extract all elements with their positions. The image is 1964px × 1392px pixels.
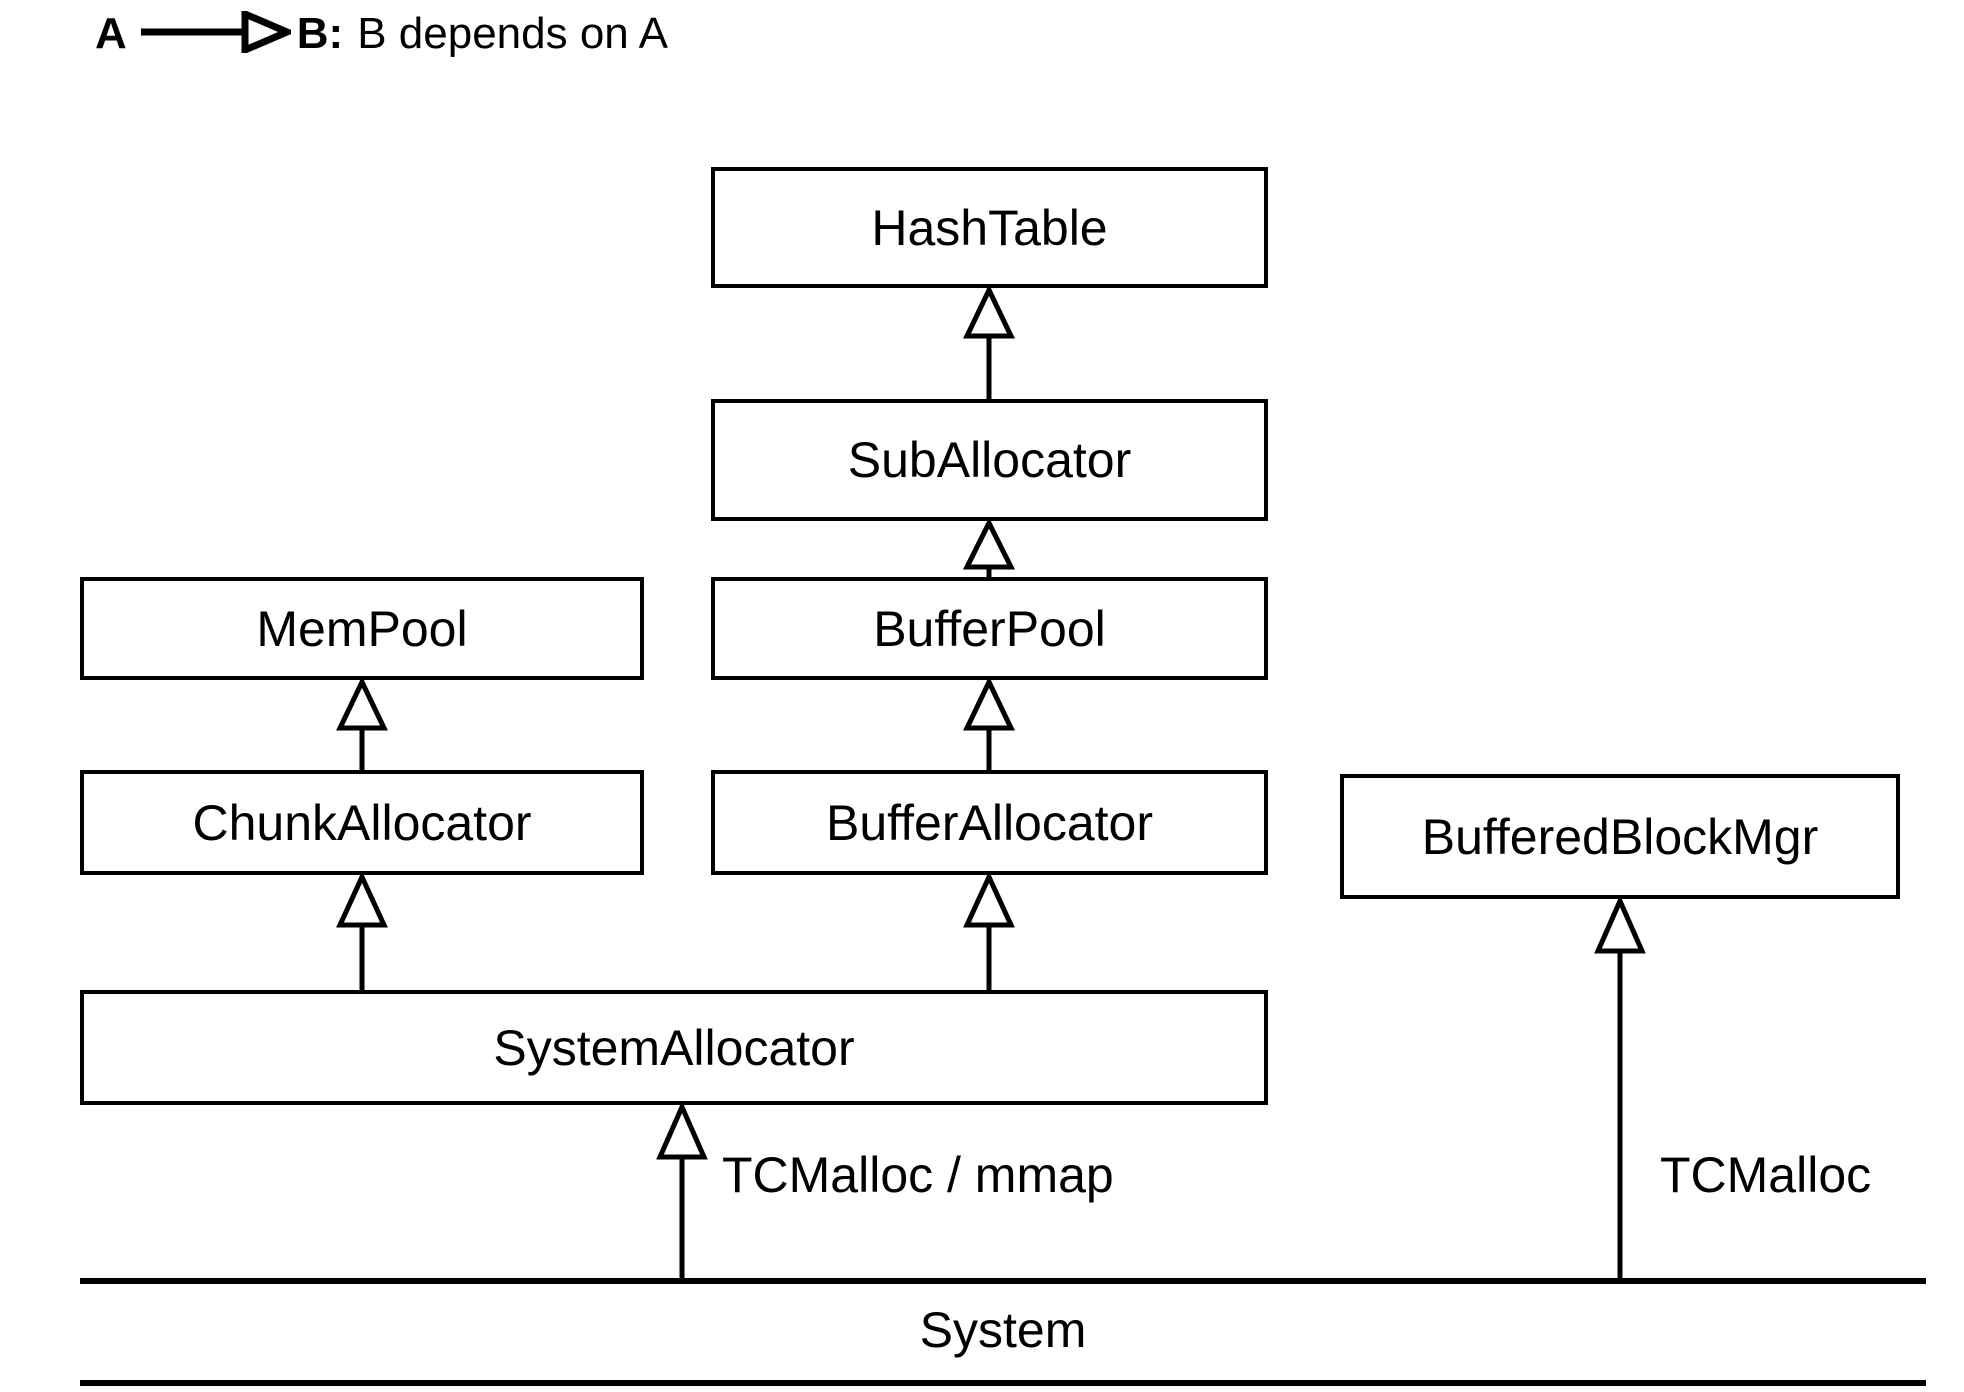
edge-systemallocator-to-chunkallocator <box>332 870 392 990</box>
node-chunkallocator[interactable]: ChunkAllocator <box>80 770 644 875</box>
legend-description: B depends on A <box>357 9 668 58</box>
node-bufferedblockmgr[interactable]: BufferedBlockMgr <box>1340 774 1900 899</box>
node-systemallocator[interactable]: SystemAllocator <box>80 990 1268 1105</box>
node-label: BufferPool <box>873 600 1106 657</box>
legend-target-label: B: <box>296 9 344 58</box>
node-label: BufferedBlockMgr <box>1421 808 1819 865</box>
node-label: MemPool <box>256 600 468 657</box>
system-label: System <box>919 1302 1087 1358</box>
node-label: SubAllocator <box>847 432 1132 488</box>
node-hashtable[interactable]: HashTable <box>711 167 1268 288</box>
node-label: BufferAllocator <box>825 794 1154 851</box>
edge-chunkallocator-to-mempool <box>332 676 392 770</box>
edge-bufferpool-to-suballocator <box>959 517 1019 577</box>
system-bottom-line <box>80 1380 1926 1386</box>
node-label: ChunkAllocator <box>192 794 532 851</box>
edge-system-to-systemallocator <box>652 1100 712 1280</box>
node-label: SystemAllocator <box>493 1019 855 1076</box>
edge-system-to-bufferedblockmgr <box>1590 894 1650 1280</box>
node-label: HashTable <box>871 199 1108 256</box>
edge-label-tcmalloc-mmap: TCMalloc / mmap <box>722 1147 1114 1203</box>
edge-systemallocator-to-bufferallocator <box>959 870 1019 990</box>
edge-label-tcmalloc: TCMalloc <box>1660 1147 1872 1203</box>
node-bufferpool[interactable]: BufferPool <box>711 577 1268 680</box>
edge-bufferallocator-to-bufferpool <box>959 676 1019 770</box>
hollow-triangle-arrow-right-icon <box>140 8 296 58</box>
node-mempool[interactable]: MemPool <box>80 577 644 680</box>
system-top-line <box>80 1278 1926 1284</box>
node-bufferallocator[interactable]: BufferAllocator <box>711 770 1268 875</box>
node-suballocator[interactable]: SubAllocator <box>711 399 1268 521</box>
edge-suballocator-to-hashtable <box>959 284 1019 399</box>
legend: A B: B depends on A <box>95 4 668 64</box>
legend-source-label: A <box>95 9 127 58</box>
